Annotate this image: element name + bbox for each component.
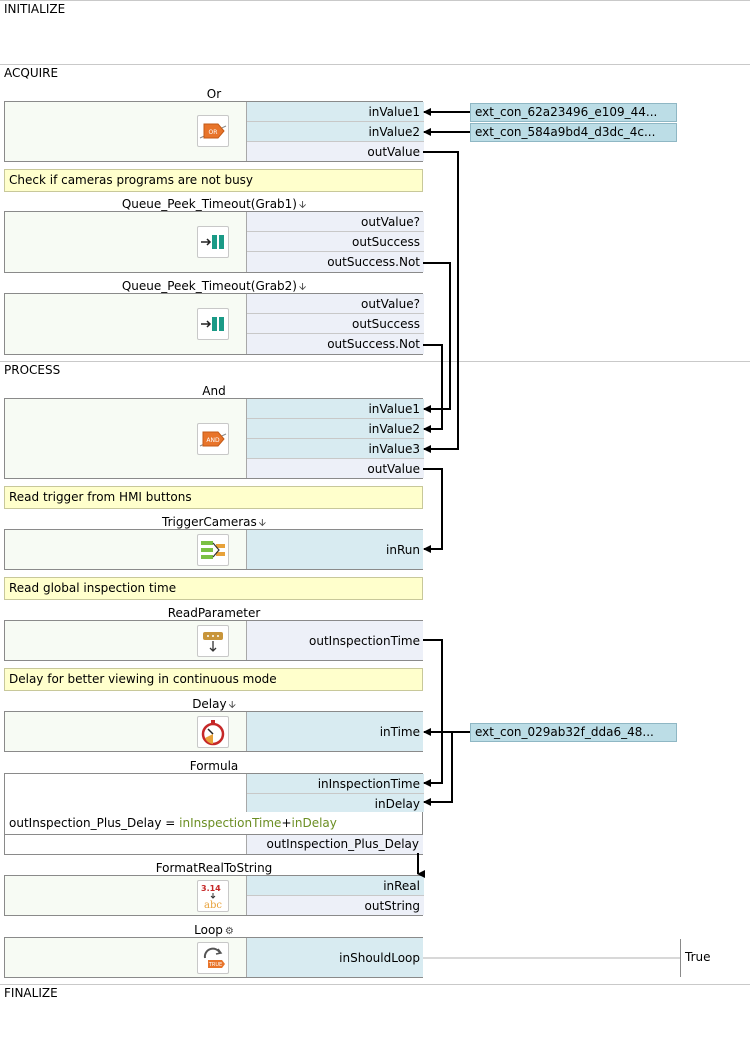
port-or-invalue1[interactable]: inValue1 [247,102,424,122]
block-read-parameter[interactable]: outInspectionTime [4,620,423,661]
comment-time[interactable]: Read global inspection time [4,577,423,600]
external-connection-1[interactable]: ext_con_62a23496_e109_44... [470,103,677,122]
section-finalize: FINALIZE [4,986,58,1000]
section-process: PROCESS [4,363,61,377]
and-gate-icon: AND [197,423,229,455]
block-format-real-to-string[interactable]: 3.14 abc inReal outString [4,875,424,916]
port-loop-inshouldloop[interactable]: inShouldLoop [339,951,420,965]
svg-text:AND: AND [206,437,220,444]
port-peek1-outsuccess[interactable]: outSuccess [247,232,424,252]
port-or-outvalue[interactable]: outValue [247,142,424,161]
svg-text:OR: OR [209,129,218,136]
svg-text:abc: abc [204,900,222,911]
block-title-formula: Formula [189,759,239,773]
port-formula-indelay[interactable]: inDelay [247,794,424,812]
port-trigger-inrun[interactable]: inRun [386,543,420,557]
block-trigger-cameras[interactable]: inRun [4,529,423,570]
formula-term-b: inDelay [291,816,337,830]
read-parameter-icon [197,625,229,657]
comment-delay[interactable]: Delay for better viewing in continuous m… [4,668,423,691]
down-arrow-icon: 🡫 [258,518,266,529]
section-divider [0,64,750,65]
switch-icon [197,534,229,566]
stopwatch-icon [197,716,229,748]
svg-text:TRUE: TRUE [208,962,222,968]
formula-operator: + [281,816,292,830]
block-title-peek1: Queue_Peek_Timeout(Grab1)🡫 [121,197,307,211]
svg-text:3.14: 3.14 [201,884,221,893]
block-title-format: FormatRealToString [155,861,273,875]
down-arrow-icon: 🡫 [298,282,307,293]
queue-peek-icon [197,226,229,258]
block-title-and: And [202,384,226,398]
comment-trigger[interactable]: Read trigger from HMI buttons [4,486,423,509]
or-gate-icon: OR [197,115,229,147]
port-and-invalue2[interactable]: inValue2 [247,419,424,439]
section-divider [0,984,750,985]
port-and-invalue3[interactable]: inValue3 [247,439,424,459]
block-delay[interactable]: inTime [4,711,423,752]
block-or[interactable]: OR inValue1 inValue2 outValue [4,101,424,162]
block-queue-peek-1[interactable]: outValue? outSuccess outSuccess.Not [4,211,424,273]
port-format-outstring[interactable]: outString [247,896,424,915]
formula-expression[interactable]: outInspection_Plus_Delay = inInspectionT… [4,812,423,835]
section-divider [0,361,750,362]
port-or-invalue2[interactable]: inValue2 [247,122,424,142]
section-divider [0,0,750,1]
loop-value-true[interactable]: True [680,939,711,977]
port-peek2-outvalue[interactable]: outValue? [247,294,424,314]
port-formula-ininspectiontime[interactable]: inInspectionTime [247,774,424,794]
down-arrow-icon: 🡫 [228,700,236,711]
block-title-read-param: ReadParameter [167,606,261,620]
block-loop[interactable]: TRUE inShouldLoop [4,937,423,978]
block-title-delay: Delay🡫 [192,697,236,711]
port-delay-intime[interactable]: inTime [379,725,420,739]
gear-icon: ⚙ [224,926,234,937]
external-connection-3[interactable]: ext_con_029ab32f_dda6_48... [470,723,677,742]
block-queue-peek-2[interactable]: outValue? outSuccess outSuccess.Not [4,293,424,355]
port-peek1-outsuccess-not[interactable]: outSuccess.Not [247,252,424,272]
port-formula-output[interactable]: outInspection_Plus_Delay [246,835,423,854]
queue-peek-icon [197,308,229,340]
section-acquire: ACQUIRE [4,66,59,80]
block-title-peek2: Queue_Peek_Timeout(Grab2)🡫 [121,279,307,293]
formula-output-row: outInspection_Plus_Delay [4,835,423,855]
external-connection-2[interactable]: ext_con_584a9bd4_d3dc_4c... [470,123,677,142]
block-title-or: Or [206,87,222,101]
port-read-param-outinspectiontime[interactable]: outInspectionTime [309,634,420,648]
formula-term-a: inInspectionTime [179,816,282,830]
section-initialize: INITIALIZE [4,2,66,16]
port-and-invalue1[interactable]: inValue1 [247,399,424,419]
port-peek2-outsuccess-not[interactable]: outSuccess.Not [247,334,424,354]
down-arrow-icon: 🡫 [298,200,307,211]
format-real-to-string-icon: 3.14 abc [197,880,229,912]
comment-busy[interactable]: Check if cameras programs are not busy [4,169,423,192]
port-peek2-outsuccess[interactable]: outSuccess [247,314,424,334]
block-title-loop: Loop⚙ [194,923,234,937]
port-format-inreal[interactable]: inReal [247,876,424,896]
port-and-outvalue[interactable]: outValue [247,459,424,478]
block-title-trigger: TriggerCameras🡫 [162,515,266,529]
block-formula[interactable]: inInspectionTime inDelay [4,773,424,813]
port-peek1-outvalue[interactable]: outValue? [247,212,424,232]
loop-icon: TRUE [197,942,229,974]
block-and[interactable]: AND inValue1 inValue2 inValue3 outValue [4,398,424,479]
